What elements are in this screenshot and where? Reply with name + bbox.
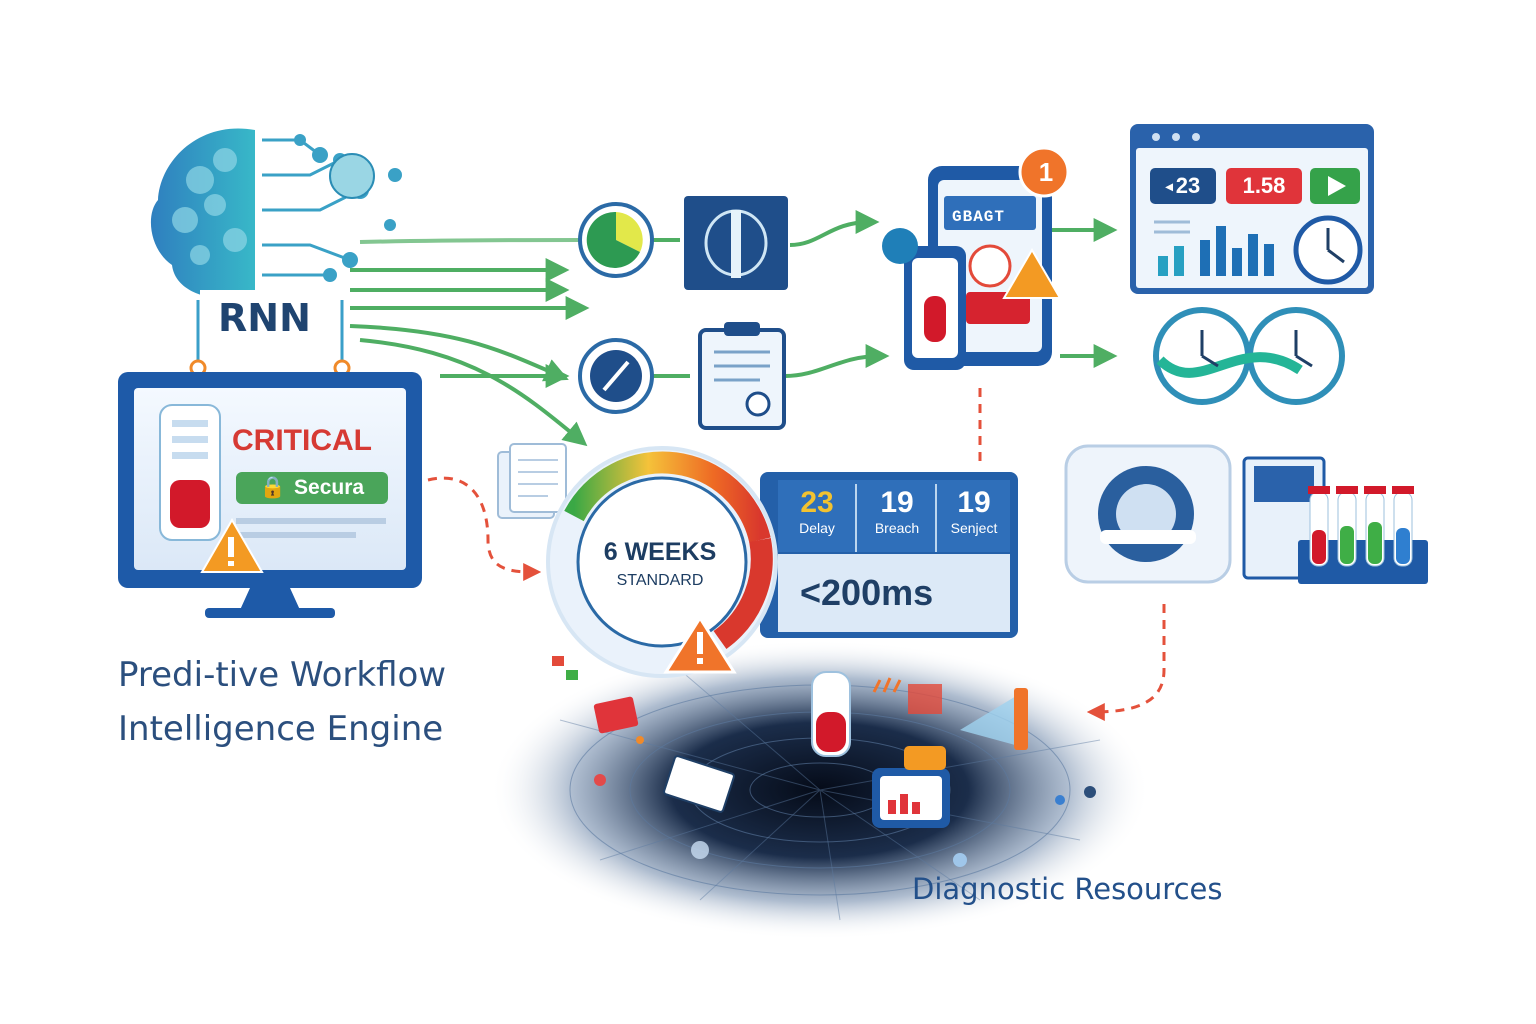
- title-line-1: Predi-tive Workflow: [118, 655, 447, 695]
- lock-icon: 🔒: [259, 476, 287, 499]
- analytics-dashboard: [1130, 124, 1374, 294]
- stat-label: Senject: [950, 520, 998, 536]
- lab-analyzer-icon: [1242, 456, 1428, 584]
- stat-breach: 19 Breach: [858, 486, 936, 536]
- secure-button[interactable]: 🔒 Secura: [236, 472, 388, 504]
- title-line-2: Intelligence Engine: [118, 709, 444, 749]
- play-icon[interactable]: [1310, 168, 1360, 204]
- dashboard-pill-left: ◂23: [1165, 173, 1201, 198]
- diagnostic-resources-label: Diagnostic Resources: [912, 872, 1223, 906]
- rnn-label: RNN: [218, 296, 311, 340]
- latency-value: <200ms: [800, 572, 934, 613]
- twin-clocks-icon: [1153, 307, 1345, 405]
- stat-value: 19: [880, 486, 914, 519]
- gauge-main-label: 6 WEEKS: [603, 538, 717, 566]
- mobile-alert-device: [882, 146, 1070, 370]
- xray-icon: [684, 196, 788, 290]
- page-title: Predi-tive Workflow Intelligence Engine: [118, 648, 446, 756]
- phone-screen-label: GBAGT: [952, 208, 1006, 226]
- stat-label: Delay: [799, 520, 835, 536]
- dashed-connectors: [427, 388, 1166, 721]
- pie-chart-icon: [578, 202, 654, 278]
- gauge-dial-icon: [578, 338, 654, 414]
- secure-label: Secura: [294, 476, 365, 499]
- dashboard-pill-left-value: 23: [1175, 173, 1201, 198]
- rnn-brain-icon: [150, 128, 402, 377]
- clipboard-icon: [698, 322, 786, 430]
- sla-gauge: [546, 446, 1018, 678]
- stat-delay: 23 Delay: [778, 486, 856, 536]
- stat-label: Breach: [874, 520, 920, 536]
- mri-scanner-icon: [1064, 444, 1232, 584]
- stat-value: 23: [800, 486, 834, 519]
- notification-badge[interactable]: 1: [1038, 156, 1054, 187]
- stat-subject: 19 Senject: [938, 486, 1010, 536]
- stat-value: 19: [957, 486, 991, 519]
- dashboard-pill-right: 1.58: [1242, 173, 1286, 198]
- flow-arrows: [349, 210, 1118, 447]
- documents-icon: [497, 443, 567, 519]
- floating-resources: [552, 656, 1028, 828]
- gauge-sub-label: STANDARD: [616, 572, 704, 589]
- critical-status: CRITICAL: [232, 424, 372, 457]
